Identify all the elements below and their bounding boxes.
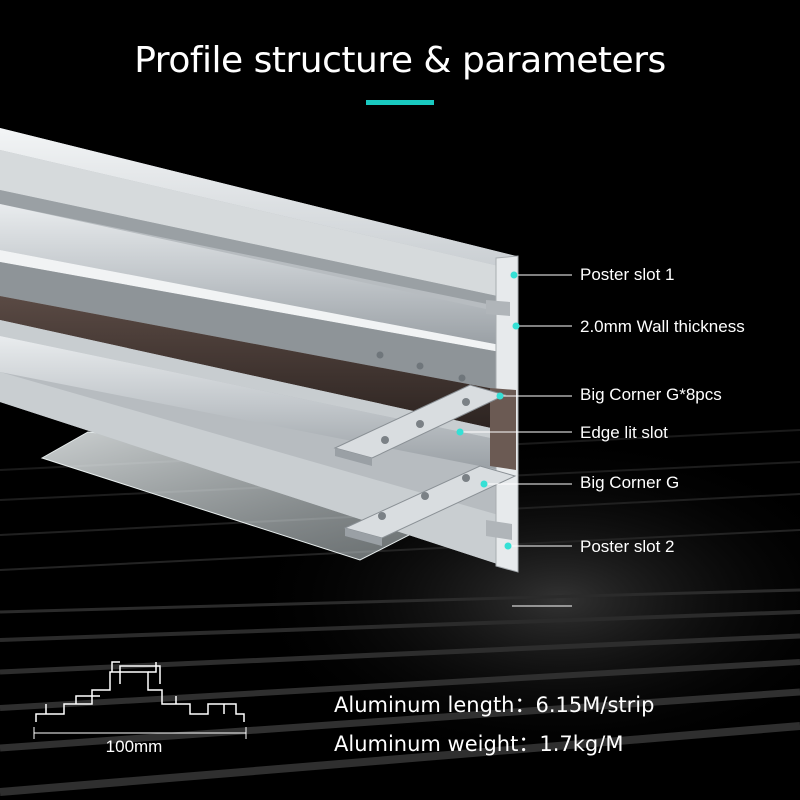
aluminum-profile (0, 128, 519, 573)
callout-dot-big-corner-8pcs (496, 392, 504, 400)
screws (376, 351, 466, 382)
callout-dots (456, 271, 520, 550)
dimension-line (33, 727, 247, 739)
callout-label-poster-slot-2: Poster slot 2 (580, 537, 675, 556)
cross-section-width-label: 100mm (105, 737, 163, 756)
callout-label-poster-slot-1: Poster slot 1 (580, 265, 675, 284)
callout-lines (460, 274, 572, 607)
title-accent-bar (366, 100, 434, 105)
cross-section-diagram (35, 661, 245, 722)
spec-aluminum-length: Aluminum length：6.15M/strip (334, 693, 655, 717)
callout-dot-big-corner (480, 480, 488, 488)
callout-dot-wall-thickness (512, 322, 520, 330)
callout-dot-edge-lit-slot (456, 428, 464, 436)
page-title: Profile structure & parameters (134, 40, 666, 81)
callout-label-wall-thickness: 2.0mm Wall thickness (580, 317, 745, 336)
corner-bracket-lower (343, 465, 517, 546)
callout-label-big-corner: Big Corner G (580, 473, 680, 492)
spec-aluminum-weight: Aluminum weight：1.7kg/M (334, 732, 624, 756)
callout-label-edge-lit-slot: Edge lit slot (580, 423, 668, 442)
corner-bracket-upper (333, 384, 507, 466)
callout-label-big-corner-8pcs: Big Corner G*8pcs (580, 385, 722, 404)
callout-dot-poster-slot-1 (510, 271, 518, 279)
callout-dot-poster-slot-2 (504, 542, 512, 550)
